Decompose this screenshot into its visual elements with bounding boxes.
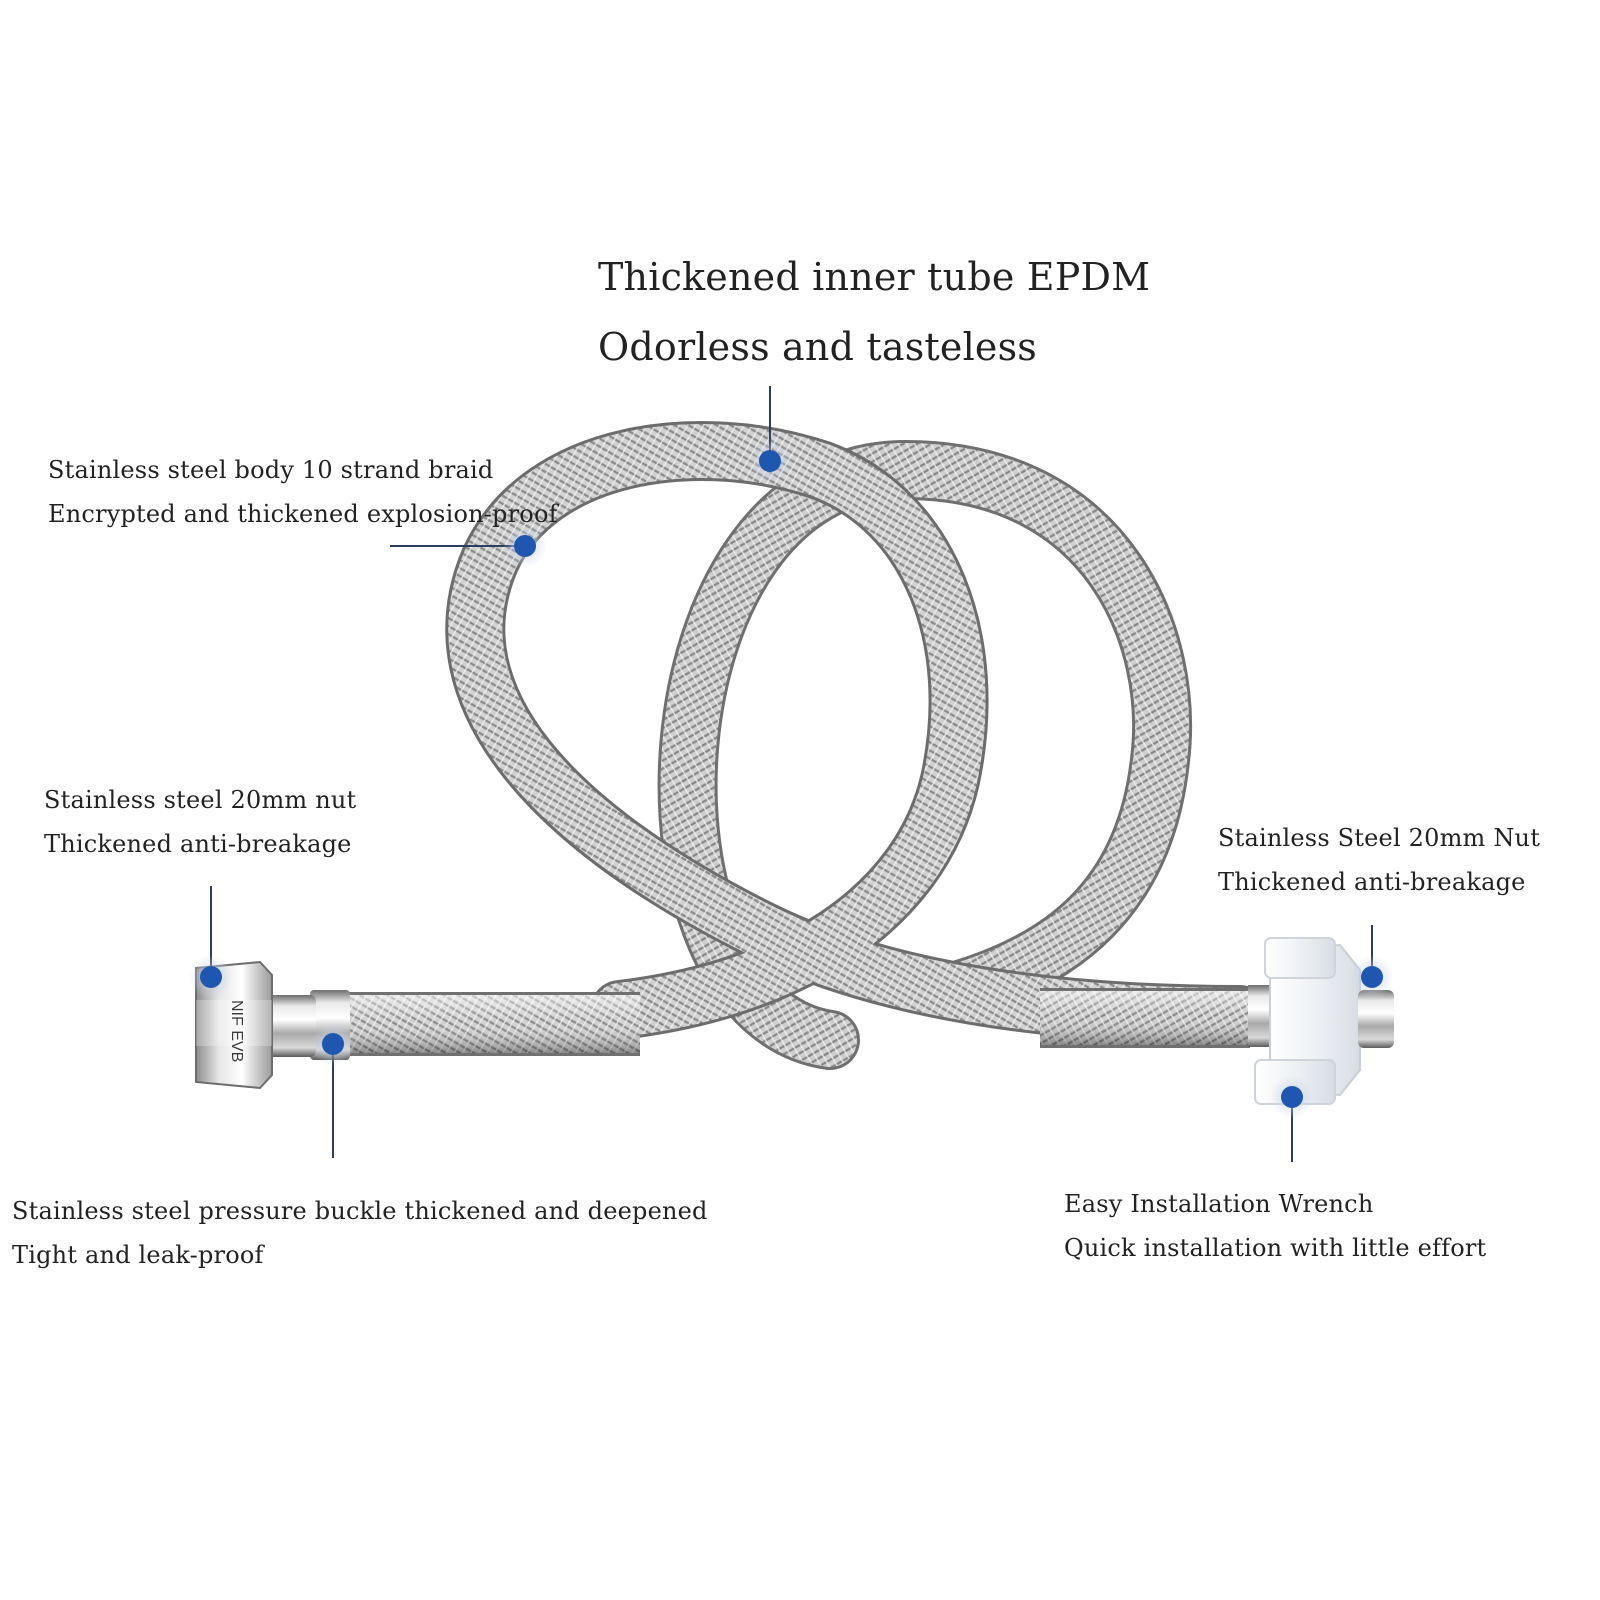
callout-left-nut-line2: Thickened anti-breakage bbox=[44, 830, 352, 858]
callout-markers bbox=[189, 439, 1394, 1119]
callout-wrench: Easy Installation Wrench Quick installat… bbox=[1064, 1182, 1486, 1270]
callout-left-nut-line1: Stainless steel 20mm nut bbox=[44, 786, 357, 814]
hose-loop-front bbox=[445, 421, 1270, 1045]
hose-straight-left bbox=[340, 992, 640, 1056]
right-fitting bbox=[1248, 937, 1394, 1105]
marker-wrench bbox=[1270, 1075, 1314, 1119]
marker-braid bbox=[503, 524, 547, 568]
marker-buckle bbox=[311, 1022, 355, 1066]
marker-right-nut bbox=[1350, 955, 1394, 999]
callout-right-nut-line1: Stainless Steel 20mm Nut bbox=[1218, 824, 1541, 852]
callout-inner-tube-line2: Odorless and tasteless bbox=[598, 325, 1038, 369]
callout-wrench-line1: Easy Installation Wrench bbox=[1064, 1190, 1374, 1218]
callout-buckle-line2: Tight and leak-proof bbox=[12, 1241, 264, 1269]
callout-wrench-line2: Quick installation with little effort bbox=[1064, 1234, 1487, 1262]
callout-braid-line2: Encrypted and thickened explosion-proof bbox=[48, 500, 558, 528]
callout-inner-tube: Thickened inner tube EPDM Odorless and t… bbox=[598, 242, 1150, 382]
marker-left-nut bbox=[189, 955, 233, 999]
callout-right-nut-line2: Thickened anti-breakage bbox=[1218, 868, 1526, 896]
hose-straight-right bbox=[1040, 988, 1250, 1048]
marker-inner-tube bbox=[748, 439, 792, 483]
hose-loop-rear bbox=[657, 439, 1193, 1070]
callout-braid-line1: Stainless steel body 10 strand braid bbox=[48, 456, 494, 484]
callout-buckle: Stainless steel pressure buckle thickene… bbox=[12, 1189, 708, 1277]
callout-buckle-line1: Stainless steel pressure buckle thickene… bbox=[12, 1197, 708, 1225]
callout-left-nut: Stainless steel 20mm nut Thickened anti-… bbox=[44, 778, 356, 866]
nut-marking: NIF EVB bbox=[228, 1000, 245, 1062]
callout-right-nut: Stainless Steel 20mm Nut Thickened anti-… bbox=[1218, 816, 1540, 904]
callout-braid: Stainless steel body 10 strand braid Enc… bbox=[48, 448, 558, 536]
callout-inner-tube-line1: Thickened inner tube EPDM bbox=[598, 255, 1151, 299]
